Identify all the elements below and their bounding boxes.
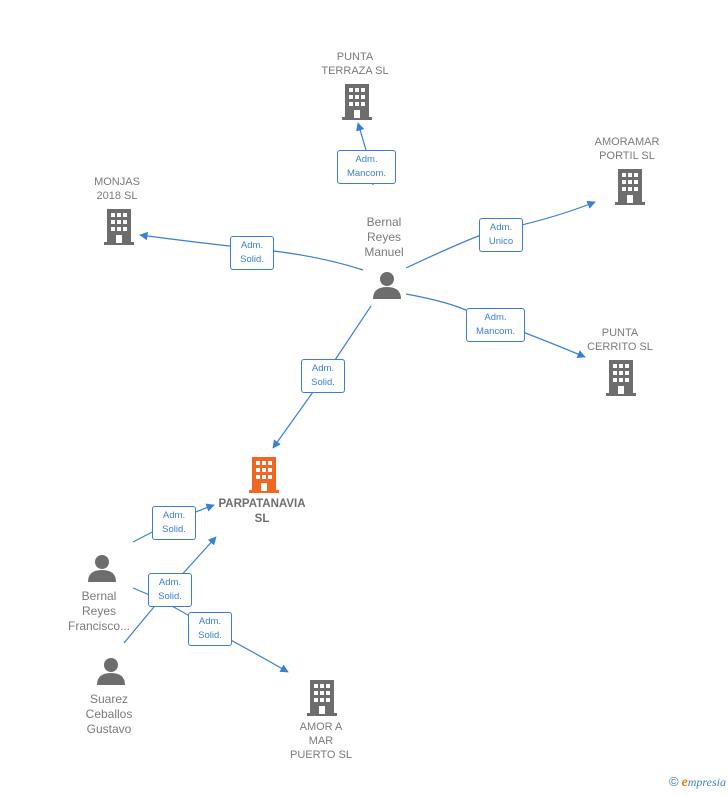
node-label-line: CERRITO SL (587, 341, 653, 353)
node-label-line: MONJAS (94, 176, 140, 188)
node-label-line: TERRAZA SL (321, 65, 389, 77)
building-icon[interactable] (342, 84, 372, 120)
person-icon[interactable] (96, 656, 126, 686)
relation-line: Solid. (240, 254, 264, 265)
node-label-suarez[interactable]: Suarez Ceballos Gustavo (86, 692, 133, 737)
node-label-line: PUERTO SL (290, 749, 352, 761)
node-label-line: PUNTA (336, 51, 374, 63)
node-label-line: PUNTA (601, 327, 639, 339)
node-label-monjas[interactable]: MONJAS 2018 SL (94, 175, 140, 203)
relation-line: Solid. (158, 591, 182, 602)
node-label-punta-cerrito[interactable]: PUNTA CERRITO SL (587, 326, 653, 354)
node-label-amoramar[interactable]: AMORAMAR PORTIL SL (595, 135, 660, 163)
relation-line: Adm. (158, 577, 182, 588)
node-label-line: Ceballos (85, 707, 133, 721)
person-icon[interactable] (372, 270, 402, 300)
node-label-line: Reyes (366, 230, 402, 244)
node-label-line: Bernal (81, 589, 117, 603)
copyright-symbol: © (668, 774, 679, 789)
relation-badge[interactable]: Adm. Solid. (301, 359, 345, 393)
node-label-punta-terraza[interactable]: PUNTA TERRAZA SL (321, 50, 388, 78)
node-label-line: AMORAMAR (594, 136, 660, 148)
building-icon[interactable] (307, 680, 337, 716)
relation-line: Adm. (489, 222, 513, 233)
relation-badge[interactable]: Adm. Solid. (230, 236, 274, 270)
brand-footer: ©empresia (669, 774, 726, 791)
relation-badge[interactable]: Adm. Solid. (148, 573, 192, 607)
building-icon-highlight[interactable] (249, 457, 279, 493)
relation-line: Adm. (311, 363, 335, 374)
node-label-bernal-manuel[interactable]: Bernal Reyes Manuel (364, 215, 403, 260)
node-label-parpatanavia[interactable]: PARPATANAVIA SL (218, 497, 305, 527)
node-label-line: Bernal (366, 215, 402, 229)
node-label-line: AMOR A (299, 721, 343, 733)
node-label-line: PARPATANAVIA (218, 498, 306, 510)
node-label-line: Manuel (364, 245, 404, 259)
relation-line: Mancom. (346, 168, 387, 179)
node-label-line: Gustavo (86, 722, 132, 736)
node-label-line: SL (254, 513, 270, 525)
node-label-line: Suarez (89, 692, 129, 706)
node-label-line: MAR (308, 735, 334, 747)
building-icon[interactable] (615, 169, 645, 205)
relation-line: Mancom. (475, 326, 516, 337)
relation-line: Adm. (355, 154, 378, 165)
relation-line: Unico (488, 236, 514, 247)
node-label-amor-a-mar[interactable]: AMOR A MAR PUERTO SL (290, 720, 352, 762)
node-label-bernal-francisco[interactable]: Bernal Reyes Francisco... (68, 589, 130, 634)
relation-line: Solid. (162, 524, 186, 535)
relation-line: Solid. (198, 630, 222, 641)
relation-badge[interactable]: Adm. Mancom. (337, 150, 396, 184)
relation-line: Adm. (198, 616, 222, 627)
relation-badge[interactable]: Adm. Mancom. (466, 308, 525, 342)
relation-badge[interactable]: Adm. Unico (479, 218, 523, 252)
relation-line: Adm. (484, 312, 507, 323)
building-icon[interactable] (606, 360, 636, 396)
relation-line: Adm. (240, 240, 264, 251)
node-label-line: PORTIL SL (599, 150, 655, 162)
relation-line: Solid. (311, 377, 335, 388)
brand-logo-initial: e (681, 775, 688, 790)
person-icon[interactable] (87, 553, 117, 583)
relation-badge[interactable]: Adm. Solid. (188, 612, 232, 646)
node-label-line: Reyes (81, 604, 117, 618)
node-label-line: 2018 SL (96, 190, 138, 202)
relation-badge[interactable]: Adm. Solid. (152, 506, 196, 540)
node-label-line: Francisco... (67, 619, 131, 633)
building-icon[interactable] (104, 209, 134, 245)
relation-line: Adm. (162, 510, 186, 521)
brand-logo-text: mpresia (687, 775, 726, 789)
